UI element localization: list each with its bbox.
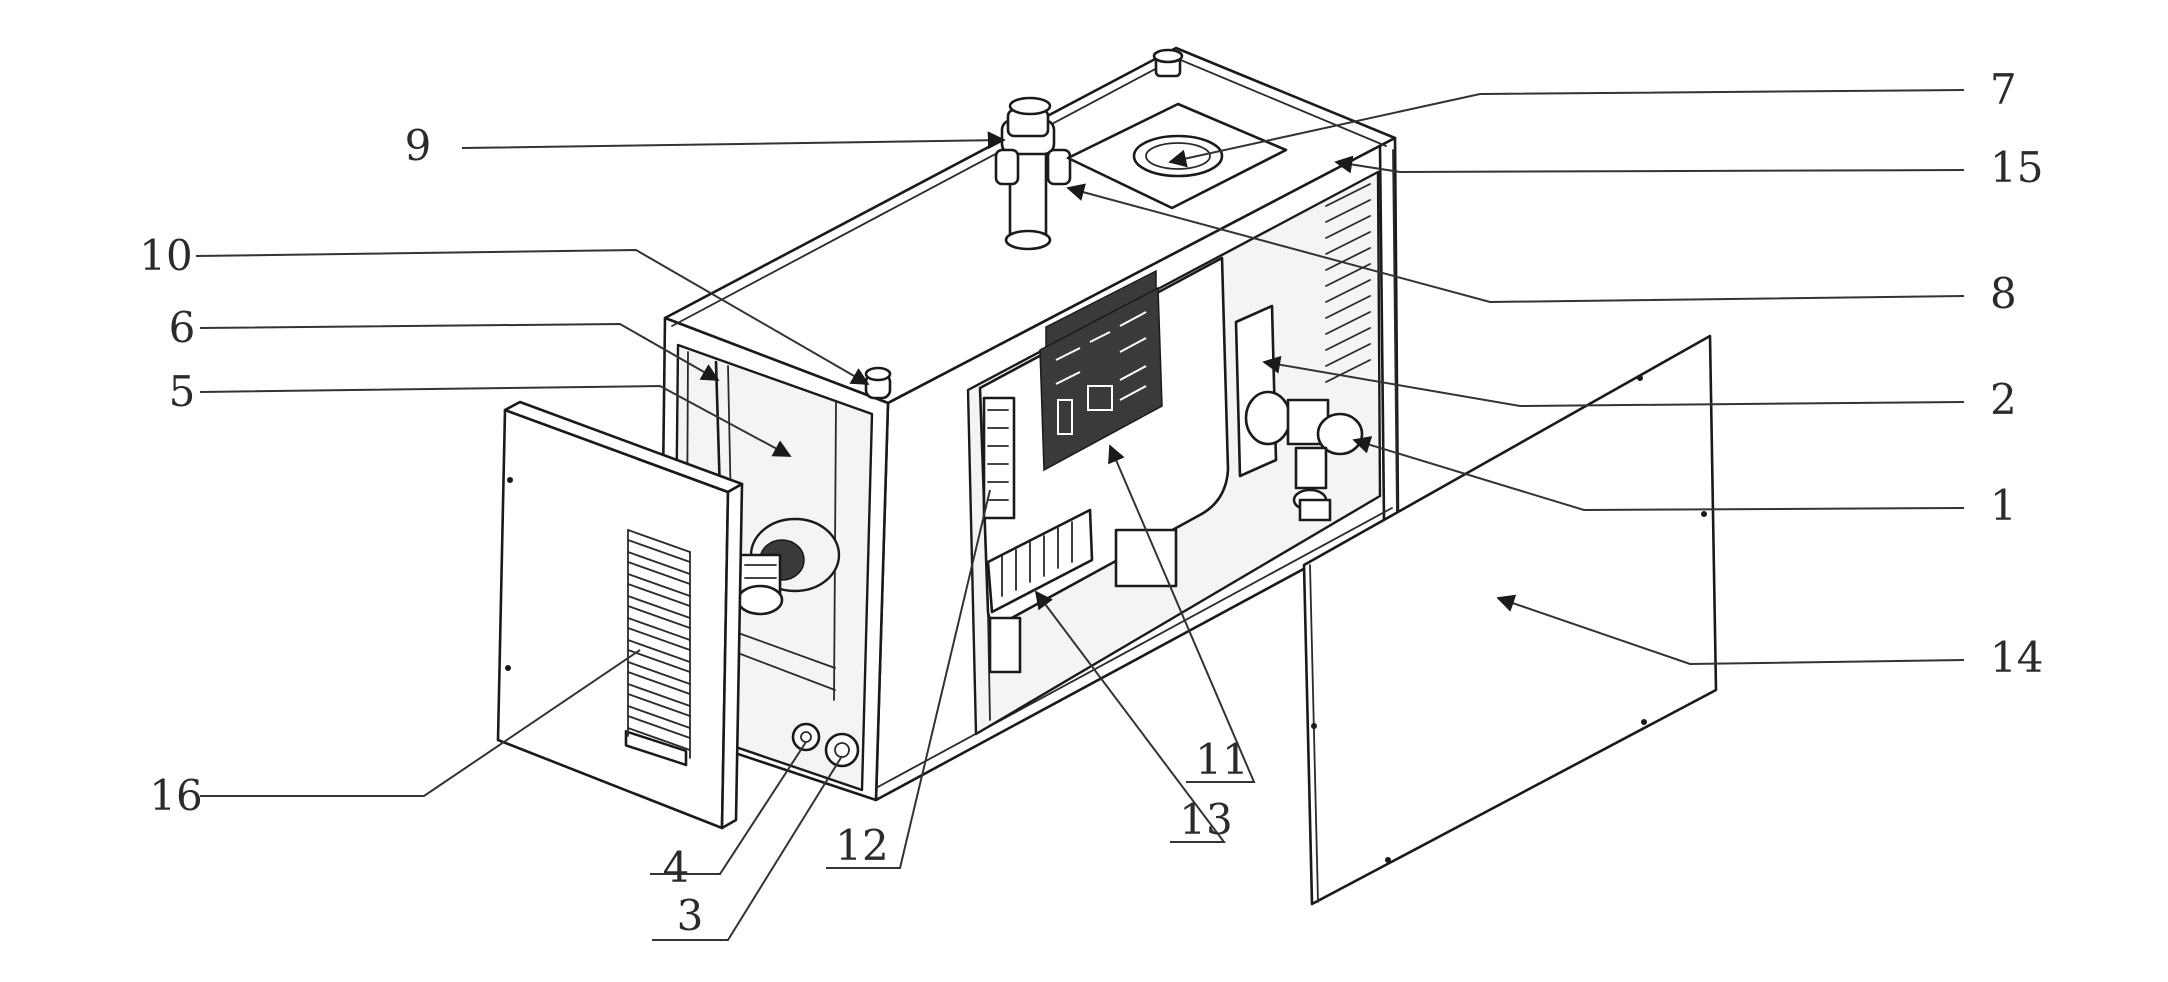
callout-5: 5 [169,367,196,416]
callout-9: 9 [405,121,432,170]
leader-lines [195,89,1965,941]
left-side-door [496,400,744,830]
right-chamber [1234,183,1371,522]
safety-valve [994,96,1072,251]
callout-8: 8 [1990,269,2017,318]
callout-2: 2 [1990,375,2017,424]
lifting-eye [1152,48,1184,78]
callout-10: 10 [139,231,192,280]
callout-6: 6 [169,303,196,352]
callout-1: 1 [1990,481,2017,530]
front-interior [966,170,1382,736]
callout-16: 16 [149,771,202,820]
callout-13: 13 [1179,795,1232,844]
callout-7: 7 [1990,65,2017,114]
callout-11: 11 [1195,735,1248,784]
callout-12: 12 [835,821,888,870]
callout-3: 3 [677,891,704,940]
callout-14: 14 [1990,633,2043,682]
callout-4: 4 [663,843,690,892]
solenoid-valve [1244,390,1364,522]
callout-15: 15 [1990,143,2043,192]
breaker-row [986,508,1094,614]
drain-fittings [791,722,860,768]
pump-assembly [736,517,841,616]
front-panel [1302,334,1718,906]
control-panel [978,256,1230,674]
callout-labels: 7 15 8 2 1 14 9 10 6 5 16 4 3 12 11 13 [139,65,2043,940]
door-vents [624,730,688,767]
indicator-lamp [864,366,892,400]
